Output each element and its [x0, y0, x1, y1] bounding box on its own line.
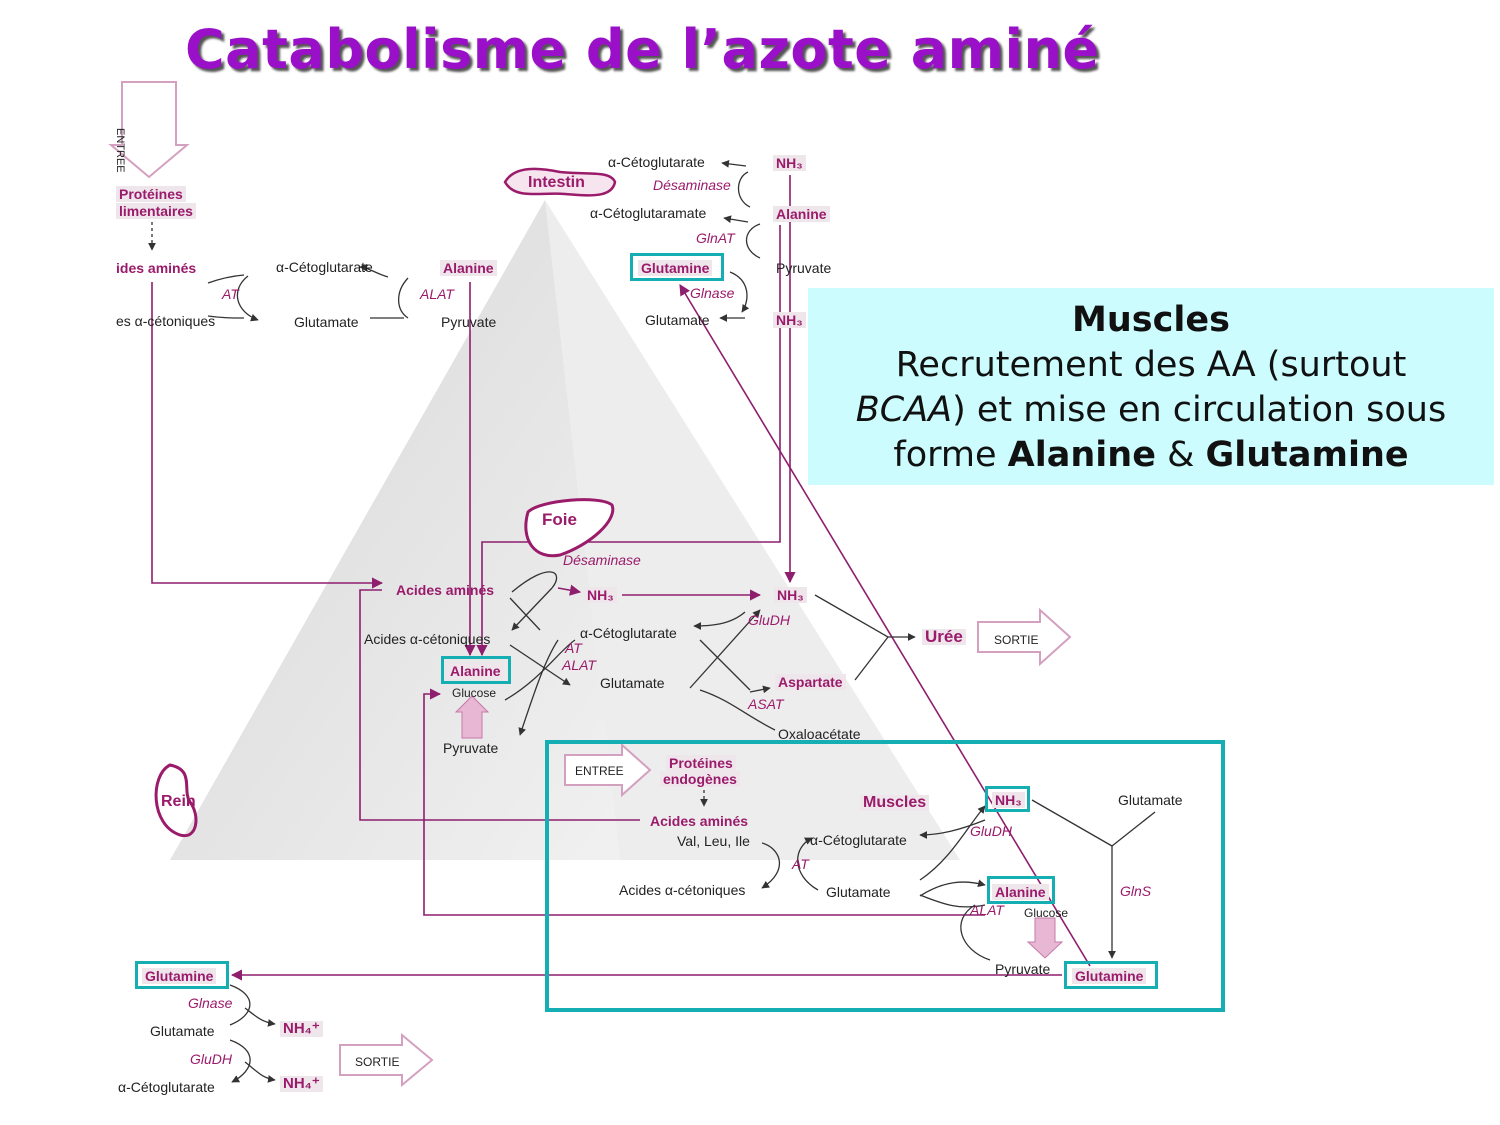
foie-amino-acids: Acides aminés: [396, 582, 495, 598]
foie-alanine-highlight: [441, 656, 511, 684]
rein-glutamine-highlight: [135, 961, 229, 989]
muscles-entree: ENTREE: [575, 764, 624, 778]
entree-arrow-muscles: [564, 742, 652, 798]
keto-acids-left: es α-cétoniques: [116, 313, 216, 329]
intestin-shape: [503, 167, 617, 197]
foie-nh3-a: NH₃: [584, 587, 617, 603]
foie-keto: Acides α-cétoniques: [364, 631, 491, 647]
at-left: AT: [222, 286, 239, 302]
intestin-desaminase: Désaminase: [653, 177, 731, 193]
foie-glutamate: Glutamate: [600, 675, 665, 691]
pyramid-background: [170, 200, 620, 860]
foie-oxaloacetate: Oxaloacétate: [778, 726, 861, 742]
info-heading: Muscles: [1072, 300, 1230, 340]
info-box: Muscles Recrutement des AA (surtout BCAA…: [808, 288, 1494, 485]
muscles-amino-acids: Acides aminés: [650, 813, 749, 829]
uree-label: Urée: [922, 628, 966, 645]
foie-nh3-b: NH₃: [774, 587, 807, 603]
foie-desaminase: Désaminase: [563, 552, 641, 568]
muscles-proteins-2: endogènes: [660, 771, 740, 787]
intestin-nh3-bottom: NH₃: [773, 312, 806, 328]
foie-shape: [524, 498, 615, 558]
foie-gludh: GluDH: [748, 612, 791, 628]
intestin-glutamine-highlight: [630, 253, 724, 281]
muscles-glutamate-right: Glutamate: [1118, 792, 1183, 808]
muscles-nh3-highlight: [985, 786, 1030, 812]
muscles-alat: ALAT: [970, 902, 1004, 918]
proteins-label-1: Protéines: [116, 186, 186, 202]
info-line-3: forme Alanine & Glutamine: [893, 435, 1409, 475]
proteins-label-2: limentaires: [116, 203, 196, 219]
muscles-alanine: Alanine: [992, 884, 1049, 900]
info-line-1: Recrutement des AA (surtout: [895, 345, 1407, 385]
info-line-2: BCAA) et mise en circulation sous: [855, 390, 1447, 430]
muscles-at: AT: [792, 856, 809, 872]
foie-at: AT: [565, 640, 582, 656]
intestin-glnat: GlnAT: [696, 230, 735, 246]
intestin-alanine: Alanine: [773, 206, 830, 222]
intestin-nh3-top: NH₃: [773, 155, 806, 171]
rein-nh4-b: NH₄⁺: [280, 1076, 323, 1092]
foie-label: Foie: [542, 510, 577, 529]
alanine-left: Alanine: [440, 260, 497, 276]
rein-glutamine: Glutamine: [142, 968, 217, 984]
muscles-glutamate-mid: Glutamate: [826, 884, 891, 900]
foie-pyruvate: Pyruvate: [443, 740, 499, 756]
muscles-proteins-1: Protéines: [666, 755, 736, 771]
foie-aspartate: Aspartate: [775, 674, 846, 690]
foie-glucose: Glucose: [452, 686, 497, 700]
muscles-akg: α-Cétoglutarate: [810, 832, 907, 848]
rein-glnase: Glnase: [188, 995, 233, 1011]
muscles-highlight-box: [545, 740, 1225, 1012]
foie-alanine: Alanine: [447, 663, 504, 679]
intestin-pyruvate: Pyruvate: [776, 260, 832, 276]
entree-label-top: ENTREE: [114, 128, 126, 173]
muscles-glutamine-highlight: [1064, 961, 1158, 989]
foie-alat: ALAT: [562, 657, 596, 673]
intestin-glnase: Glnase: [690, 285, 735, 301]
entree-arrow-top: [108, 81, 190, 179]
muscles-label: Muscles: [860, 795, 930, 811]
intestin-akgm: α-Cétoglutaramate: [590, 205, 707, 221]
akg-left: α-Cétoglutarate: [276, 259, 373, 275]
alat-left: ALAT: [420, 286, 454, 302]
pyruvate-left: Pyruvate: [441, 314, 497, 330]
intestin-glutamine: Glutamine: [638, 260, 713, 276]
page-title: Catabolisme de l’azote aminé: [185, 18, 1100, 81]
muscles-val-leu-ile: Val, Leu, Ile: [677, 833, 750, 849]
sortie-arrow-rein: [339, 1032, 434, 1088]
foie-akg: α-Cétoglutarate: [580, 625, 677, 641]
foie-asat: ASAT: [748, 696, 784, 712]
muscles-gludh: GluDH: [970, 823, 1013, 839]
glutamate-left: Glutamate: [294, 314, 359, 330]
intestin-glutamate: Glutamate: [645, 312, 710, 328]
muscles-alanine-highlight: [987, 876, 1055, 904]
rein-glutamate: Glutamate: [150, 1023, 215, 1039]
rein-akg: α-Cétoglutarate: [118, 1079, 215, 1095]
sortie-arrow-foie: [977, 607, 1072, 667]
muscles-glucose: Glucose: [1024, 906, 1069, 920]
muscles-nh3: NH₃: [992, 792, 1025, 808]
muscles-glns: GlnS: [1120, 883, 1152, 899]
rein-nh4-a: NH₄⁺: [280, 1021, 323, 1037]
muscles-pyruvate: Pyruvate: [995, 961, 1051, 977]
muscles-keto: Acides α-cétoniques: [619, 882, 746, 898]
intestin-label: Intestin: [528, 174, 585, 191]
rein-gludh: GluDH: [190, 1051, 233, 1067]
intestin-akg: α-Cétoglutarate: [608, 154, 705, 170]
amino-acids-left: ides aminés: [116, 260, 197, 276]
rein-label: Rein: [161, 793, 196, 810]
sortie-label-foie: SORTIE: [994, 633, 1039, 647]
muscles-glutamine: Glutamine: [1072, 968, 1147, 984]
sortie-label-rein: SORTIE: [355, 1055, 400, 1069]
rein-shape: [154, 763, 198, 838]
